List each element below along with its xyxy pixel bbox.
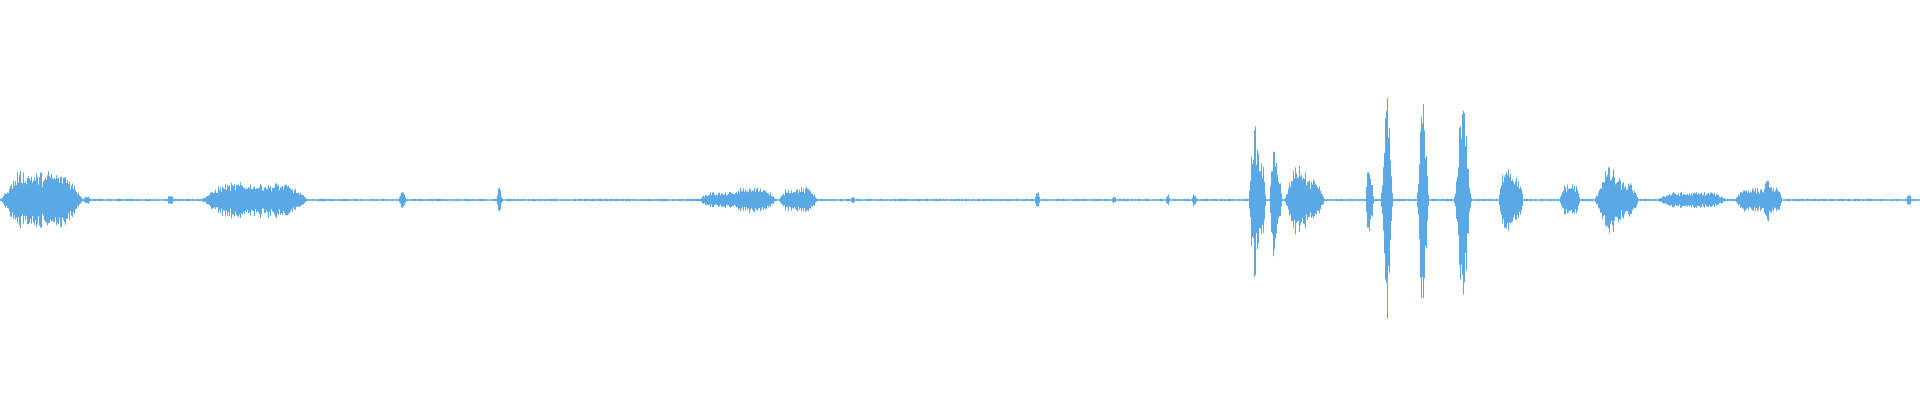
waveform-trace	[0, 98, 1920, 319]
waveform-peaks	[0, 98, 1920, 319]
